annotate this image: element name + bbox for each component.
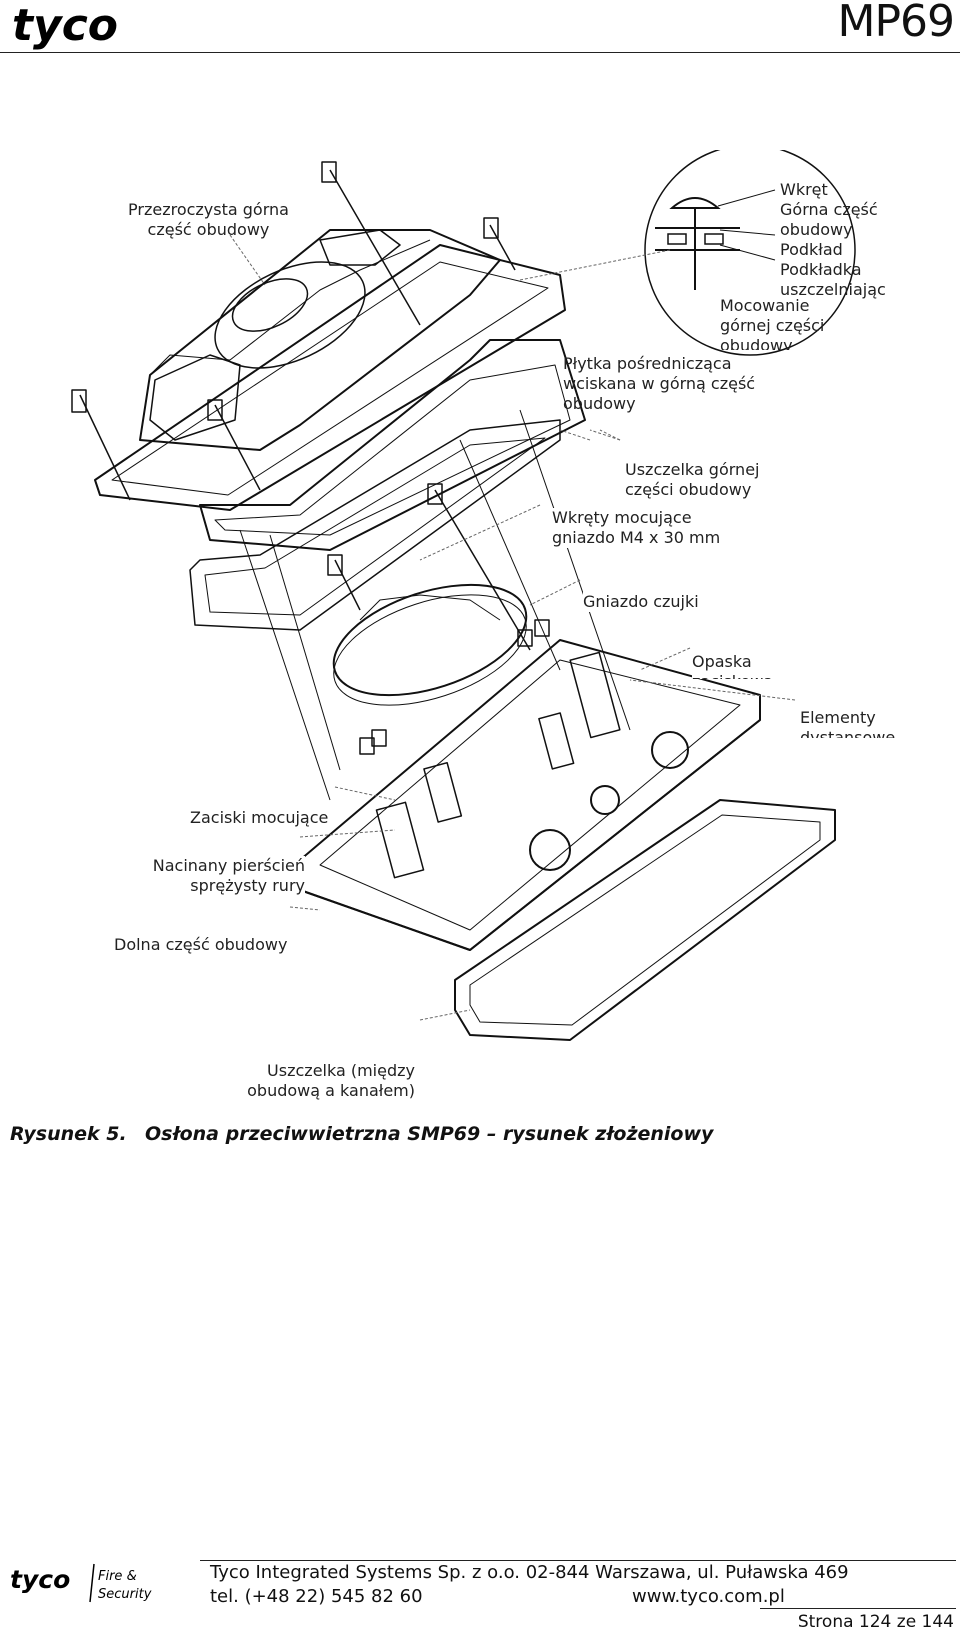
label-washer: Podkład <box>780 240 843 259</box>
label-screw: Wkręt <box>780 180 828 199</box>
mounting-plate <box>94 244 566 511</box>
footer-rule-page <box>760 1608 956 1609</box>
footer-rule <box>200 1560 956 1561</box>
footer-tagline-1: Fire & <box>98 1569 137 1584</box>
detail-inset <box>644 150 856 356</box>
footer-website[interactable]: www.tyco.com.pl <box>632 1586 785 1607</box>
doc-title: MP69 <box>837 0 955 47</box>
top-gasket <box>189 419 561 631</box>
figure-title: Osłona przeciwwietrzna SMP69 – rysunek z… <box>145 1123 714 1145</box>
header-rule <box>0 52 960 53</box>
label-bottom-housing: Dolna część obudowy <box>114 935 288 955</box>
duct-gasket <box>454 799 836 1041</box>
label-terminals: Zaciski mocujące <box>190 808 329 828</box>
label-clamp: Opaskazaciskowa <box>692 652 787 679</box>
figure-caption: Rysunek 5. Osłona przeciwwietrzna SMP69 –… <box>10 1123 713 1145</box>
detector-base <box>332 583 528 697</box>
footer-company: Tyco Integrated Systems Sp. z o.o. 02-84… <box>210 1562 849 1583</box>
label-detector-base: Gniazdo czujki <box>583 592 699 612</box>
figure-number: Rysunek 5. <box>10 1123 127 1145</box>
adapter-plate <box>199 339 586 551</box>
footer-logo-text: tyco <box>10 1565 70 1594</box>
footer-phone: tel. (+48 22) 545 82 60 <box>210 1586 423 1607</box>
footer-tagline-2: Security <box>98 1587 152 1602</box>
tyco-logo-text: tyco <box>12 0 118 50</box>
page-number: Strona 124 ze 144 <box>797 1612 954 1632</box>
transparent-top-housing <box>139 229 501 451</box>
tyco-logo: tyco <box>12 0 118 50</box>
footer-logo: tyco Fire & Security <box>10 1563 152 1603</box>
